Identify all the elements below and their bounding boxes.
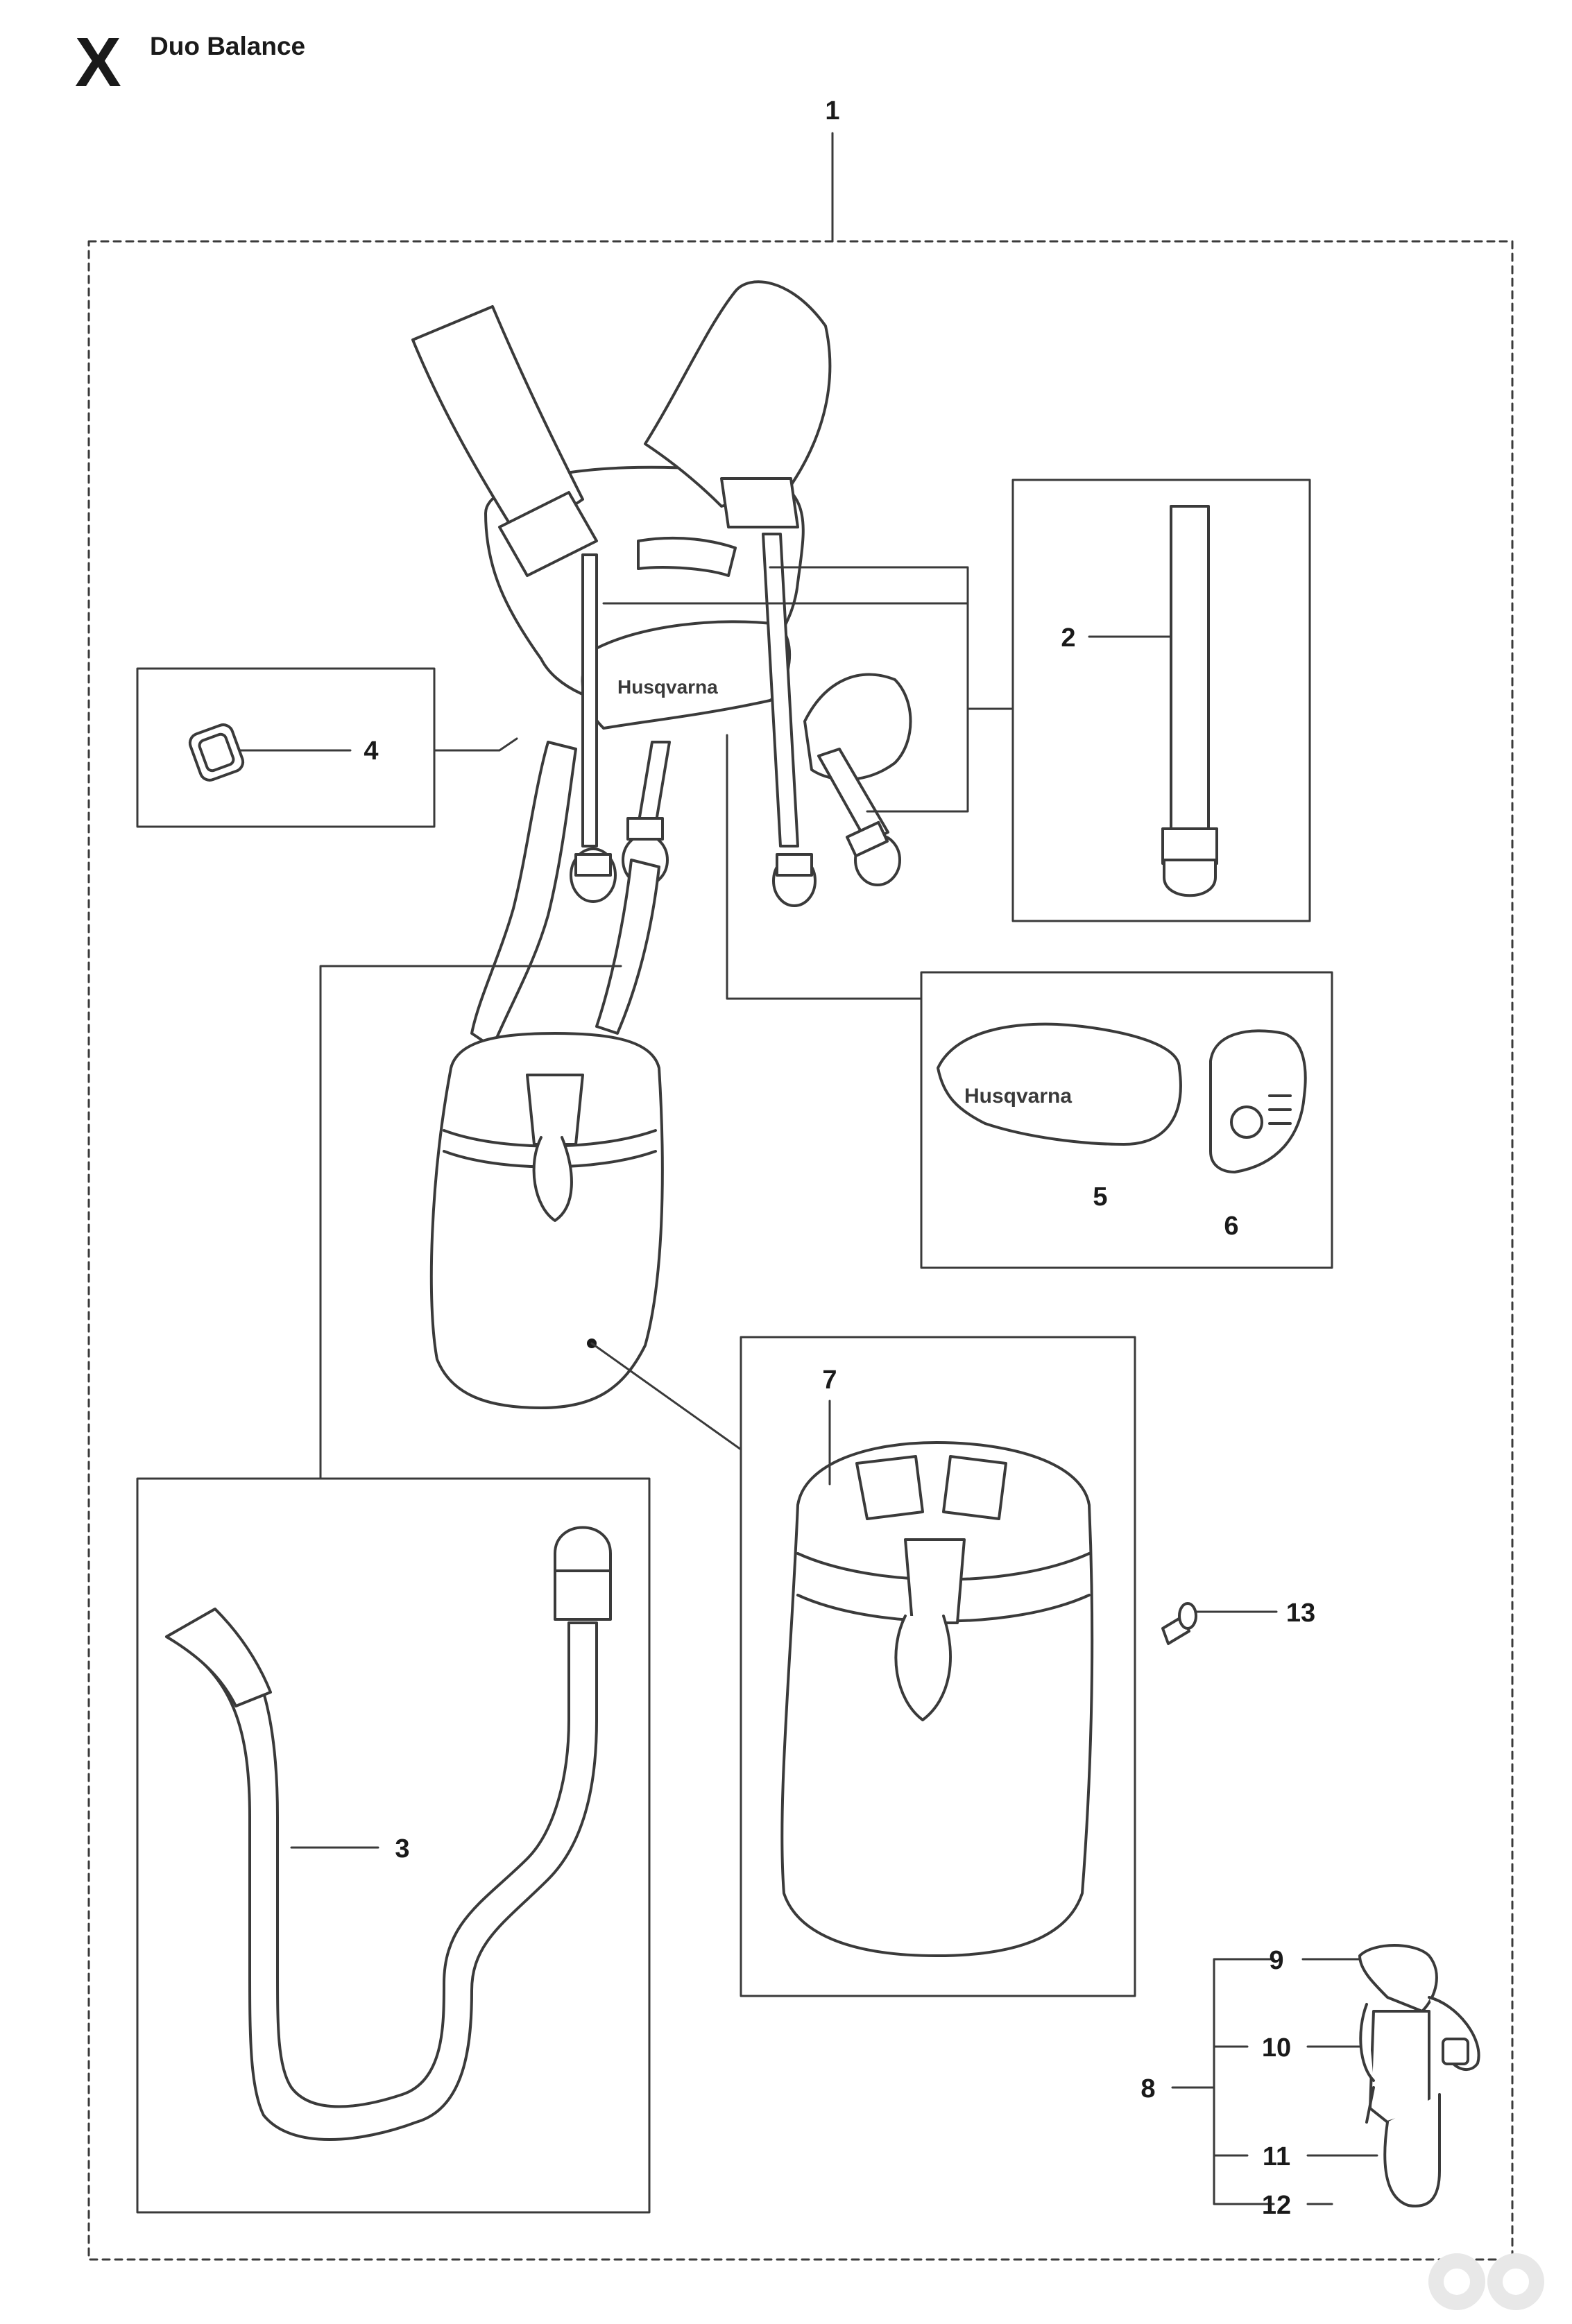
- strap-part-2: [1161, 505, 1218, 897]
- callout-8: 8: [1140, 2074, 1155, 2103]
- leader-2-branch-b: [866, 707, 969, 813]
- pad-part-5: Husqvarna: [937, 1022, 1182, 1146]
- harness-illustration: Husqvarna: [411, 280, 912, 1409]
- callout-11: 11: [1263, 2142, 1290, 2171]
- section-letter: X: [75, 24, 121, 101]
- leader-4-to-harness: [433, 737, 518, 752]
- box-part-2: [1011, 479, 1311, 922]
- screw-part-13: [1161, 1602, 1197, 1645]
- pad-part-6: [1209, 1029, 1307, 1173]
- diagram-title: Duo Balance: [150, 32, 306, 60]
- leader-3-to-harness: [319, 965, 622, 1480]
- callout-2: 2: [1061, 623, 1075, 653]
- callout-13: 13: [1286, 1599, 1315, 1628]
- callout-12: 12: [1262, 2191, 1291, 2220]
- callout-5: 5: [1093, 1182, 1107, 1212]
- leader-5-6-to-harness: [726, 734, 923, 1000]
- box-part-7: [740, 1336, 1136, 1997]
- bracket-8: [1213, 1958, 1275, 2205]
- callout-3: 3: [395, 1834, 409, 1863]
- assembly-dashed-border: [87, 240, 1514, 2261]
- buckle-part-4: [188, 723, 245, 782]
- belt-part-3: [165, 1526, 612, 2141]
- callout-10: 10: [1262, 2033, 1291, 2063]
- leader-bag-to-7: [590, 1342, 742, 1451]
- callout-1: 1: [825, 96, 839, 126]
- box-part-4: [136, 667, 436, 828]
- box-part-5-6: [920, 971, 1333, 1269]
- callout-9: 9: [1269, 1946, 1283, 1975]
- box-part-3: [136, 1477, 651, 2214]
- leader-2-to-harness: [769, 566, 1014, 710]
- hook-assembly-part-8: [1358, 1944, 1480, 2207]
- callout-4: 4: [364, 737, 378, 766]
- watermark-logo: [1428, 2253, 1544, 2310]
- callout-7: 7: [822, 1366, 837, 1395]
- harness-brand-label: Husqvarna: [617, 676, 718, 698]
- tool-bag-part-7: [780, 1441, 1094, 1957]
- callout-6: 6: [1224, 1212, 1238, 1241]
- pad-brand-label: Husqvarna: [964, 1085, 1072, 1108]
